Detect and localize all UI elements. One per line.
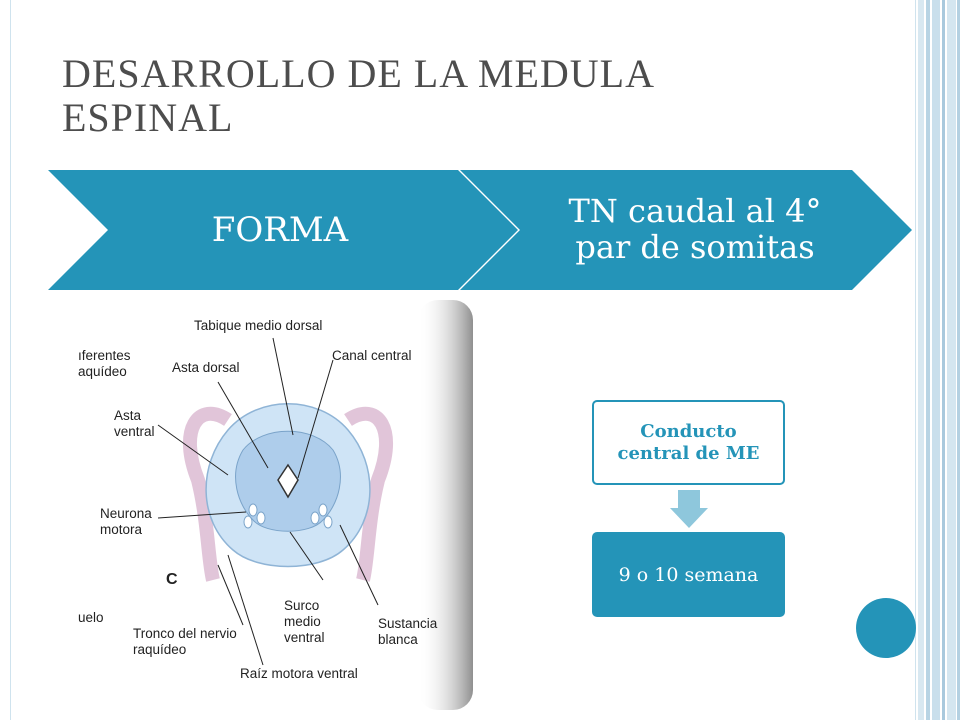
slide-frame (10, 0, 916, 720)
slide-title: DESARROLLO DE LA MEDULA ESPINAL (62, 52, 822, 140)
label-neurona-motora: Neurona motora (100, 506, 152, 538)
flow-box-conducto: Conducto central de ME (592, 400, 785, 485)
flow-box-conducto-line-2: central de ME (617, 442, 760, 464)
label-raiz-motora-ventral: Raíz motora ventral (240, 666, 358, 681)
label-tabique-medio-dorsal: Tabique medio dorsal (194, 318, 323, 333)
flow-box-conducto-line-1: Conducto (640, 420, 737, 442)
label-surco-line-2: medio (284, 614, 321, 629)
label-tronco-nervio: Tronco del nervio raquídeo (133, 626, 237, 658)
flow-box-semana-label: 9 o 10 semana (618, 563, 759, 586)
flow-box-semana: 9 o 10 semana (592, 532, 785, 617)
chevron-step-2 (460, 170, 912, 290)
label-surco-line-3: ventral (284, 630, 325, 645)
title-line-2: ESPINAL (62, 95, 234, 140)
chevron-step-2-line-1: TN caudal al 4° (568, 192, 822, 230)
label-c: C (166, 571, 178, 588)
down-arrow-icon (670, 490, 708, 528)
decorative-circle (856, 598, 916, 658)
label-uelo: uelo (78, 610, 104, 625)
label-asta-ventral: Asta ventral (114, 408, 155, 440)
chevron-step-2-label: TN caudal al 4° par de somitas (525, 193, 865, 265)
label-sustancia-line-1: Sustancia (378, 616, 438, 631)
spinal-cord-diagram (78, 300, 473, 710)
label-neurona-line-2: motora (100, 522, 143, 537)
label-sustancia-line-2: blanca (378, 632, 418, 647)
title-line-1: DESARROLLO DE LA MEDULA (62, 51, 655, 96)
label-aferentes: ıferentes aquídeo (78, 348, 131, 380)
label-tronco-line-1: Tronco del nervio (133, 626, 237, 641)
label-sustancia-blanca: Sustancia blanca (378, 616, 437, 648)
label-tronco-line-2: raquídeo (133, 642, 187, 657)
chevron-step-1 (48, 170, 518, 290)
label-surco-line-1: Surco (284, 598, 320, 613)
label-asta-ventral-line-1: Asta (114, 408, 142, 423)
chevron-step-1-label: FORMA (211, 210, 349, 250)
label-neurona-line-1: Neurona (100, 506, 152, 521)
chevron-step-2-line-2: par de somitas (575, 228, 815, 266)
spinal-cord-figure: Tabique medio dorsal ıferentes aquídeo A… (78, 300, 473, 710)
label-aferentes-line-2: aquídeo (78, 364, 127, 379)
label-asta-ventral-line-2: ventral (114, 424, 155, 439)
label-aferentes-line-1: ıferentes (78, 348, 131, 363)
label-surco-medio-ventral: Surco medio ventral (284, 598, 325, 646)
label-canal-central: Canal central (332, 348, 412, 363)
decorative-stripes (916, 0, 960, 720)
label-asta-dorsal: Asta dorsal (172, 360, 240, 375)
